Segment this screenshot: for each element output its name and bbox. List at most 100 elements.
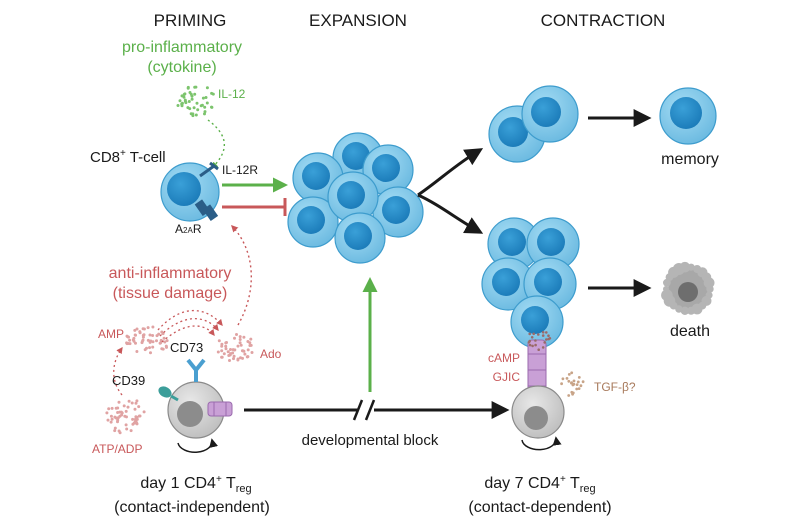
atp-to-amp-arrow: [113, 346, 123, 396]
particle-dot: [232, 354, 236, 358]
il12-particles: [176, 85, 215, 118]
particle-dot: [531, 344, 534, 348]
particle-dot: [113, 429, 117, 433]
particle-dot: [220, 355, 224, 359]
particle-dot: [190, 97, 194, 101]
camp-particles: [527, 331, 552, 352]
death-label: death: [670, 323, 710, 340]
particle-dot: [195, 101, 199, 105]
particle-dot: [145, 346, 148, 350]
particle-dot: [151, 325, 155, 329]
particle-dot: [249, 343, 253, 347]
memory-precursor-cells: [488, 85, 579, 163]
particle-dot: [210, 105, 214, 109]
particle-dot: [241, 356, 244, 360]
cd39-enzyme-icon: [158, 386, 179, 402]
particle-dot: [162, 336, 166, 340]
camp-label: cAMP: [488, 351, 520, 365]
particle-dot: [165, 339, 169, 343]
particle-dot: [204, 96, 208, 99]
particle-dot: [196, 108, 200, 112]
particle-dot: [534, 343, 537, 347]
particle-dot: [248, 341, 252, 345]
memory-label: memory: [661, 151, 719, 168]
particle-dot: [105, 411, 109, 415]
day7-treg-label: day 7 CD4+ Treg: [484, 474, 595, 495]
particle-dot: [151, 340, 155, 344]
particle-dot: [220, 349, 224, 353]
amp-to-ado-arc-1: [157, 309, 223, 331]
particle-dot: [576, 380, 580, 384]
particle-dot: [180, 101, 184, 105]
particle-dot: [126, 405, 130, 409]
particle-dot: [131, 417, 135, 421]
particle-dot: [110, 417, 114, 421]
tgf-beta-label: TGF-β?: [594, 380, 636, 394]
particle-dot: [146, 338, 150, 342]
particle-dot: [581, 380, 585, 384]
particle-dot: [128, 338, 132, 342]
particle-dot: [225, 341, 228, 344]
particle-dot: [228, 359, 231, 362]
particle-dot: [238, 338, 242, 341]
break-mark-1: [352, 399, 364, 421]
amp-particles: [125, 325, 169, 355]
apoptotic-bleb: [703, 277, 715, 289]
particle-dot: [239, 343, 243, 347]
particle-dot: [191, 114, 195, 118]
particle-dot: [113, 426, 117, 430]
particle-dot: [135, 399, 139, 403]
particle-dot: [183, 92, 187, 96]
particle-dot: [142, 333, 146, 337]
particle-dot: [246, 348, 250, 352]
particle-dot: [235, 333, 238, 336]
particle-dot: [220, 344, 224, 348]
particle-dot: [545, 331, 548, 334]
particle-dot: [567, 379, 571, 383]
day1-treg-label: day 1 CD4+ Treg: [140, 474, 251, 495]
particle-dot: [216, 350, 220, 354]
particle-dot: [148, 333, 152, 337]
particle-dot: [245, 355, 249, 359]
particle-dot: [151, 345, 155, 349]
particle-dot: [140, 339, 144, 343]
particle-dot: [124, 423, 128, 427]
particle-dot: [541, 331, 545, 334]
atp-adp-label: ATP/ADP: [92, 442, 142, 456]
particle-dot: [236, 344, 240, 348]
particle-dot: [575, 387, 579, 391]
particle-dot: [148, 346, 151, 350]
particle-dot: [203, 110, 207, 114]
particle-dot: [203, 105, 207, 109]
particle-dot: [228, 353, 232, 357]
particle-dot: [222, 352, 226, 356]
particle-dot: [193, 92, 197, 96]
day7-contact-label: (contact-dependent): [468, 499, 611, 516]
particle-dot: [183, 99, 187, 103]
particle-dot: [137, 414, 141, 418]
anti-inflammatory-label: anti-inflammatory: [109, 265, 232, 282]
particle-dot: [117, 400, 121, 404]
particle-dot: [186, 85, 190, 89]
particle-dot: [229, 348, 232, 351]
particle-dot: [128, 342, 132, 346]
particle-dot: [250, 351, 254, 354]
header-expansion: EXPANSION: [309, 11, 407, 30]
pro-inflammatory-label: pro-inflammatory: [122, 39, 242, 56]
il12r-label: IL-12R: [222, 163, 258, 177]
particle-dot: [133, 333, 137, 337]
particle-dot: [534, 339, 537, 342]
particle-dot: [192, 106, 196, 110]
particle-dot: [224, 347, 228, 351]
particle-dot: [188, 107, 192, 111]
particle-dot: [114, 406, 118, 410]
a2ar-receptor-icon: [194, 199, 219, 222]
cd73-label: CD73: [170, 340, 203, 355]
contraction-cell-cluster: [481, 217, 580, 349]
particle-dot: [201, 96, 205, 100]
ado-particles: [216, 333, 254, 362]
to-effector-arrow: [417, 193, 484, 234]
particle-dot: [176, 104, 180, 107]
particle-dot: [157, 332, 161, 336]
